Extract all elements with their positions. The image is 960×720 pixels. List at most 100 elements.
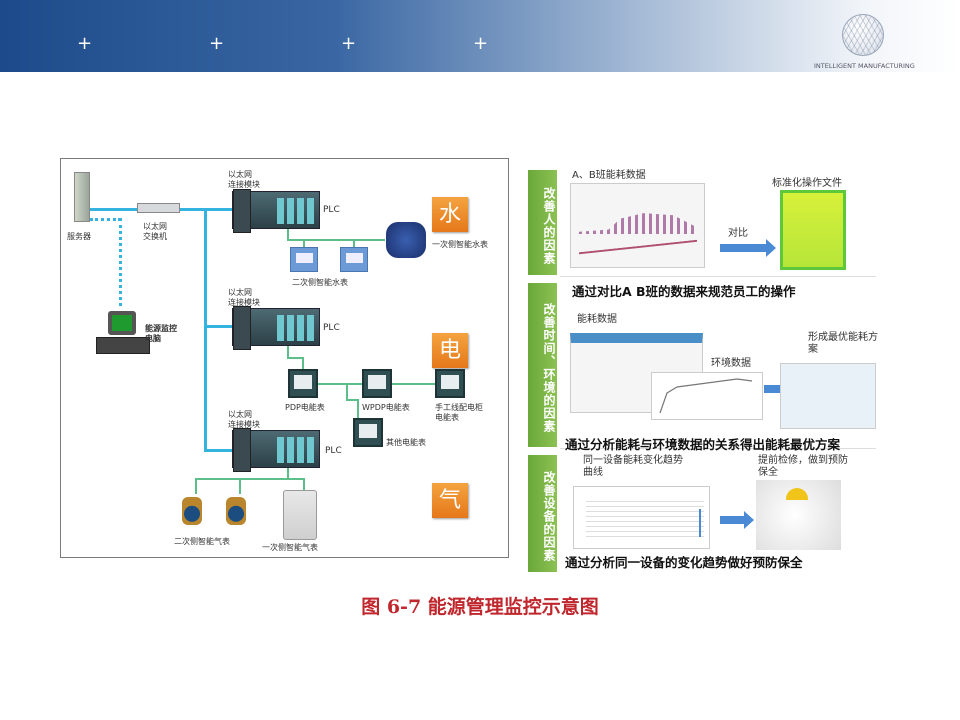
arrow-right-icon: [720, 239, 776, 257]
gas-meter-icon: [182, 497, 202, 525]
section-caption: 通过分析能耗与环境数据的关系得出能耗最优方案: [565, 437, 841, 452]
label-line: 连接模块: [228, 180, 260, 189]
bus-line: [357, 399, 359, 418]
label-line: 连接模块: [228, 420, 260, 429]
energy-data-title: 能耗数据: [577, 314, 617, 325]
power-meter-icon: [288, 369, 318, 398]
water-meter-icon: [290, 247, 318, 272]
switch-label-line: 以太网: [143, 222, 167, 231]
wireless-link: [90, 218, 121, 221]
gas-meter-icon: [226, 497, 246, 525]
section-side-label: 改善人的因素: [528, 170, 557, 275]
water-secondary-label: 二次侧智能水表: [292, 278, 348, 287]
ab-shift-chart-image: [570, 183, 705, 268]
power-meter-icon: [435, 369, 465, 398]
gas-secondary-label: 二次侧智能气表: [174, 537, 230, 546]
eth-module-label: 以太网连接模块: [228, 410, 260, 430]
bus-line: [239, 478, 241, 494]
env-data-title: 环境数据: [711, 358, 751, 369]
server-label: 服务器: [67, 232, 91, 241]
label-line: 电能表: [435, 413, 459, 422]
switch-label-line: 交换机: [143, 232, 167, 241]
bus-line: [287, 357, 303, 359]
plc-label: PLC: [323, 205, 340, 215]
power-meter-icon: [353, 418, 383, 447]
divider: [560, 448, 876, 449]
power-meter-icon: [362, 369, 392, 398]
figure-caption: 图 6-7 能源管理监控示意图: [361, 596, 599, 618]
sop-document-image: [780, 190, 846, 270]
section-caption: 通过对比A B班的数据来规范员工的操作: [572, 284, 796, 299]
plc-icon: [232, 189, 320, 233]
gas-meter-icon: [283, 490, 317, 540]
manual-label: 手工线配电柜电能表: [435, 403, 483, 423]
brand-text: INTELLIGENT MANUFACTURING: [814, 62, 915, 70]
section-side-label: 改善时间、环境的因素: [528, 283, 557, 447]
label-line: 以太网: [228, 410, 252, 419]
bus-line: [303, 478, 305, 490]
keyboard-icon: [96, 337, 150, 354]
slide-header: + + + +: [0, 0, 960, 72]
water-tag: 水: [432, 197, 468, 232]
water-primary-label: 一次侧智能水表: [432, 240, 488, 249]
trend-curve-title: 同一设备能耗变化趋势曲线: [583, 455, 683, 478]
plc-label: PLC: [323, 323, 340, 333]
bus-line: [302, 357, 304, 369]
eth-module-label: 以太网连接模块: [228, 288, 260, 308]
compare-label: 对比: [728, 228, 748, 239]
other-label: 其他电能表: [386, 438, 426, 447]
maintenance-title: 提前检修，做到预防保全: [758, 455, 848, 478]
trend-chart-image: [573, 486, 710, 549]
plus-mark: +: [473, 33, 489, 54]
optimal-plan-image: [780, 363, 876, 429]
plc-label: PLC: [325, 446, 342, 456]
bus-line: [303, 239, 305, 247]
ethernet-line: [204, 449, 232, 452]
sop-title: 标准化操作文件: [772, 178, 842, 189]
bus-line: [195, 478, 197, 494]
power-tag: 电: [432, 333, 468, 368]
plus-mark: +: [341, 33, 357, 54]
ab-shift-title: A、B班能耗数据: [572, 170, 646, 181]
label-line: 手工线配电柜: [435, 403, 483, 412]
label-line: 以太网: [228, 170, 252, 179]
plus-mark: +: [77, 33, 93, 54]
label-line: 以太网: [228, 288, 252, 297]
bus-line: [346, 383, 348, 400]
improvement-panel: 改善人的因素 改善时间、环境的因素 改善设备的因素 A、B班能耗数据 对比 标准…: [528, 168, 878, 574]
bus-line: [346, 399, 358, 401]
label-line: 连接模块: [228, 298, 260, 307]
bus-line: [287, 239, 385, 241]
globe-logo-icon: [842, 14, 884, 56]
wireless-link: [119, 218, 122, 306]
bus-line: [287, 467, 289, 479]
arrow-right-icon: [764, 380, 790, 398]
wpdp-label: WPDP电能表: [362, 403, 410, 412]
section-caption: 通过分析同一设备的变化趋势做好预防保全: [565, 555, 803, 570]
env-trend-line: [659, 378, 753, 414]
plc-icon: [232, 428, 320, 472]
bus-line: [287, 345, 289, 357]
bus-line: [287, 228, 289, 240]
server-icon: [74, 172, 90, 222]
water-meter-icon: [386, 222, 426, 258]
arrow-right-icon: [720, 511, 754, 529]
switch-icon: [137, 203, 180, 213]
ethernet-line: [204, 325, 232, 328]
ethernet-trunk: [204, 208, 207, 452]
section-side-label: 改善设备的因素: [528, 455, 557, 572]
plus-mark: +: [209, 33, 225, 54]
bus-line: [195, 478, 305, 480]
computer-icon: [108, 311, 136, 335]
pdp-label: PDP电能表: [285, 403, 325, 412]
gas-tag: 气: [432, 483, 468, 518]
switch-label: 以太网交换机: [143, 222, 167, 242]
maintenance-worker-image: [756, 480, 841, 550]
plc-icon: [232, 306, 320, 350]
optimal-plan-title: 形成最优能耗方案: [808, 332, 878, 355]
monitor-pc-label: 能源监控电脑: [145, 324, 177, 343]
divider: [560, 276, 876, 277]
water-meter-icon: [340, 247, 368, 272]
env-data-chart-image: [651, 372, 763, 420]
bus-line: [353, 239, 355, 247]
